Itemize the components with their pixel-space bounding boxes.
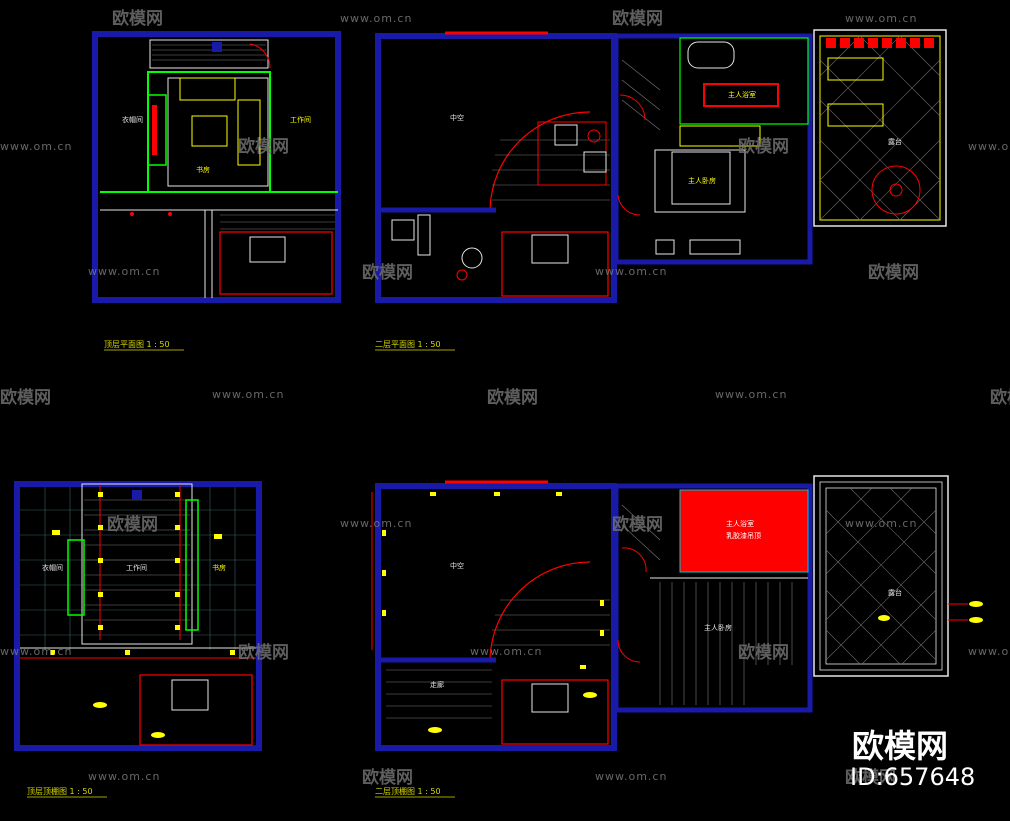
watermark-site: www.om.cn — [340, 12, 412, 25]
svg-text:www.om.cn: www.om.cn — [595, 265, 667, 278]
ceiling-top-floor: 衣帽间 工作间 书房 顶层顶棚图 1 : 50 — [14, 481, 262, 798]
ceiling-label-terrace: 露台 — [888, 588, 902, 597]
svg-text:www.om.cn: www.om.cn — [88, 770, 160, 783]
svg-text:欧模网: 欧模网 — [612, 8, 663, 29]
svg-text:www.om.cn: www.om.cn — [968, 140, 1010, 153]
svg-text:www.om.cn: www.om.cn — [845, 517, 917, 530]
svg-text:欧模网: 欧模网 — [868, 262, 919, 283]
brand-name: 欧模网 — [852, 727, 948, 765]
brand-id: ID:657648 — [850, 763, 975, 791]
ceiling-label-bath-ceiling: 乳胶漆吊顶 — [726, 531, 761, 540]
room-label-terrace: 露台 — [888, 137, 902, 146]
svg-text:www.om.cn: www.om.cn — [470, 645, 542, 658]
room-label-master-bedroom: 主人卧房 — [688, 176, 716, 185]
watermark-layer: www.om.cn www.om.cn 欧模网 欧模网 www.om.cn ww… — [0, 8, 1010, 788]
room-label-void: 中空 — [450, 113, 464, 122]
ceiling-label-study: 书房 — [212, 563, 226, 572]
ceiling-second-floor: 中空 走廊 主人浴室 乳胶漆吊顶 主人卧房 露台 二层顶棚图 1 : 50 — [371, 475, 983, 798]
svg-text:欧模网: 欧模网 — [0, 387, 51, 408]
outer-wall — [92, 31, 341, 303]
svg-text:欧模网: 欧模网 — [362, 262, 413, 283]
caption-ceiling-second-floor: 二层顶棚图 1 : 50 — [375, 786, 441, 796]
room-label-master-bath: 主人浴室 — [728, 90, 756, 99]
plan-top-floor: 衣帽间 书房 工作间 顶层平面图 1 : 50 — [92, 31, 341, 351]
svg-text:www.om.cn: www.om.cn — [715, 388, 787, 401]
svg-text:www.om.cn: www.om.cn — [340, 517, 412, 530]
svg-text:www.om.cn: www.om.cn — [88, 265, 160, 278]
ceiling-label-closet: 衣帽间 — [42, 563, 63, 572]
svg-text:www.om.cn: www.om.cn — [0, 645, 72, 658]
ceiling-label-void: 中空 — [450, 561, 464, 570]
svg-text:欧模网: 欧模网 — [612, 514, 663, 535]
ceiling-label-master-bedroom: 主人卧房 — [704, 623, 732, 632]
svg-text:www.om.cn: www.om.cn — [968, 645, 1010, 658]
svg-text:欧模网: 欧模网 — [107, 514, 158, 535]
svg-text:欧模网: 欧模网 — [238, 136, 289, 157]
svg-text:欧模网: 欧模网 — [738, 642, 789, 663]
room-label-study: 书房 — [196, 165, 210, 174]
ceiling-label-workroom: 工作间 — [126, 563, 147, 572]
brand-badge: 欧模网 ID:657648 — [850, 727, 975, 791]
svg-text:www.om.cn: www.om.cn — [845, 12, 917, 25]
svg-text:www.om.cn: www.om.cn — [212, 388, 284, 401]
watermark-brand: 欧模网 — [112, 8, 163, 29]
svg-text:欧模网: 欧模网 — [990, 387, 1010, 408]
room-label-closet: 衣帽间 — [122, 115, 143, 124]
room-label-workroom: 工作间 — [290, 115, 311, 124]
svg-text:欧模网: 欧模网 — [487, 387, 538, 408]
svg-text:欧模网: 欧模网 — [845, 767, 896, 788]
svg-text:欧模网: 欧模网 — [238, 642, 289, 663]
caption-plan-top-floor: 顶层平面图 1 : 50 — [104, 340, 170, 349]
caption-plan-second-floor: 二层平面图 1 : 50 — [375, 340, 441, 349]
ceiling-label-corridor: 走廊 — [430, 680, 444, 689]
plan-second-floor: 中空 主人浴室 主人卧房 — [375, 29, 947, 351]
svg-text:www.om.cn: www.om.cn — [0, 140, 72, 153]
svg-text:www.om.cn: www.om.cn — [595, 770, 667, 783]
svg-text:欧模网: 欧模网 — [738, 136, 789, 157]
caption-ceiling-top-floor: 顶层顶棚图 1 : 50 — [27, 786, 93, 796]
svg-text:欧模网: 欧模网 — [362, 767, 413, 788]
ceiling-label-master-bath: 主人浴室 — [726, 519, 754, 528]
